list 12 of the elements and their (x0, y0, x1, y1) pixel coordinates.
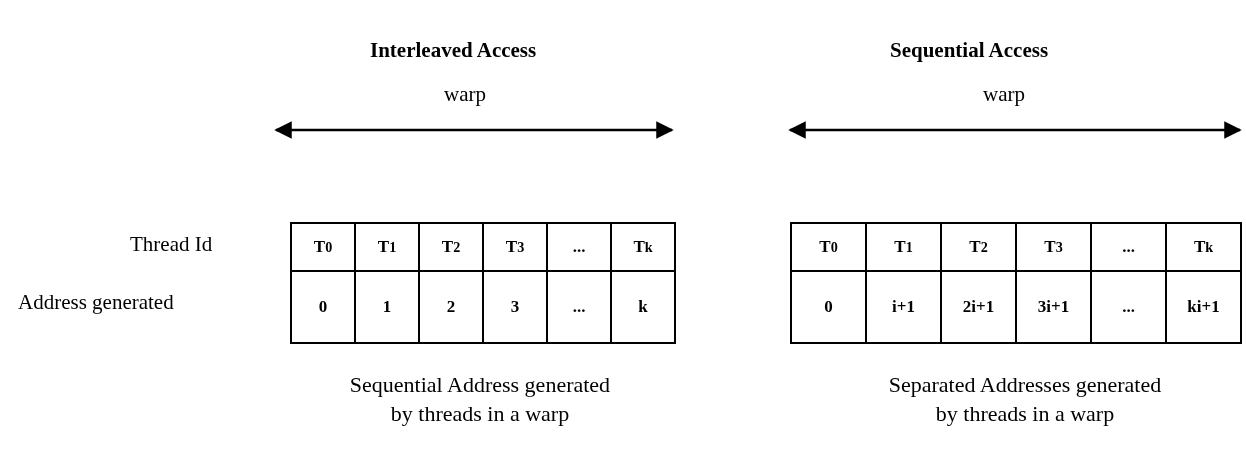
heading: Interleaved Access (370, 38, 537, 63)
table-cell: 0 (790, 270, 867, 344)
row-label: Thread Id (130, 232, 213, 257)
caption: Sequential Address generated by threads in a warp (348, 371, 612, 428)
table-cell: ki+1 (1165, 270, 1242, 344)
dimension-label: warp (444, 82, 486, 107)
table-cell: 0 (290, 270, 356, 344)
heading: Sequential Access (890, 38, 1049, 63)
dimension-label: warp (983, 82, 1025, 107)
table-cell: k (610, 270, 676, 344)
row-label: Address generated (18, 290, 174, 315)
caption: Separated Addresses generated by threads in a warp (887, 371, 1163, 428)
